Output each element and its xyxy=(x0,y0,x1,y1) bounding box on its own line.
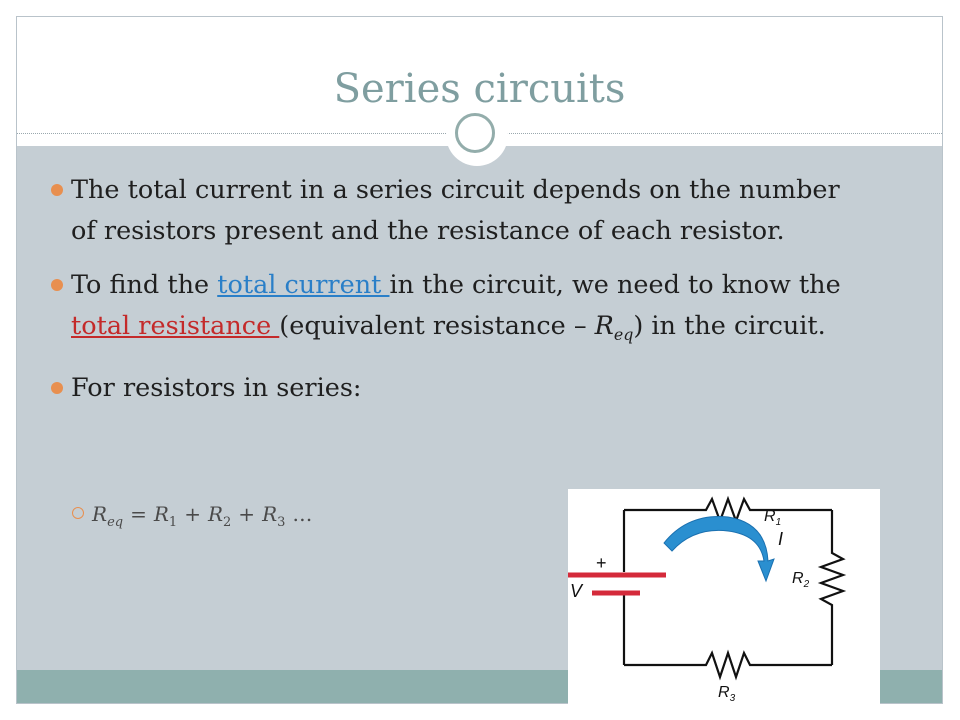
bullet-dot-icon xyxy=(51,279,63,291)
req-symbol: Req xyxy=(594,311,634,345)
bullet-item: The total current in a series circuit de… xyxy=(48,170,868,252)
total-current-link[interactable]: total current xyxy=(217,270,390,300)
bullet-text-part: ) in the circuit. xyxy=(633,311,826,341)
bullet-item: For resistors in series: xyxy=(48,368,868,409)
bullet-text: For resistors in series: xyxy=(71,373,362,404)
ring-ornament-icon xyxy=(455,113,495,153)
bullet-text-part: To find the xyxy=(71,270,218,300)
r3-label: R3 xyxy=(718,684,736,704)
battery-v-label: V xyxy=(570,581,584,601)
top-wire-resistor-r1 xyxy=(624,495,832,525)
bullet-item: To find the total current in the circuit… xyxy=(48,265,868,355)
bullet-dot-icon xyxy=(51,382,63,395)
sub-bullet-ring-icon xyxy=(72,507,84,519)
r2-label: R2 xyxy=(792,570,810,590)
battery-plus-label: + xyxy=(596,553,607,573)
r1-label: R1 xyxy=(764,508,781,528)
bullet-text-part: in the circuit, we need to know the xyxy=(389,270,841,300)
total-resistance-link[interactable]: total resistance xyxy=(71,311,280,341)
bullet-text-part: (equivalent resistance – xyxy=(279,311,595,341)
current-arrow-icon xyxy=(663,516,775,583)
bullet-dot-icon xyxy=(51,184,63,196)
right-wire-resistor-r2 xyxy=(817,510,847,665)
bottom-wire-resistor-r3 xyxy=(624,649,832,681)
series-formula: Req=R1+R2+R3… xyxy=(72,499,319,538)
bullet-list: The total current in a series circuit de… xyxy=(48,170,868,422)
bullet-text: The total current in a series circuit de… xyxy=(71,175,840,246)
circuit-diagram: + V R1 I R2 R3 xyxy=(568,489,880,705)
circuit-svg: + V R1 I R2 R3 xyxy=(568,495,847,704)
slide-title: Series circuits xyxy=(333,66,626,112)
current-i-label: I xyxy=(778,529,783,549)
